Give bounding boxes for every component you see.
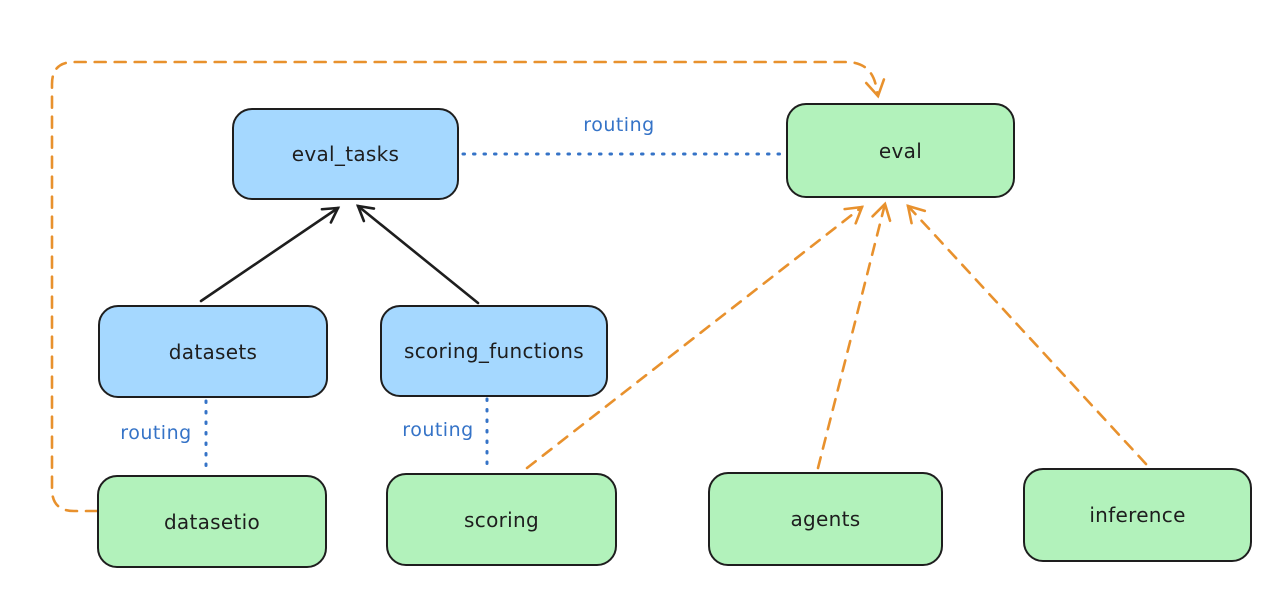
edge-datasetio-to-eval	[50, 60, 886, 513]
node-eval-tasks: eval_tasks	[232, 108, 459, 200]
node-datasets-label: datasets	[168, 339, 258, 364]
node-eval-tasks-label: eval_tasks	[291, 142, 400, 166]
edge-scoring-functions-to-eval-tasks	[355, 204, 480, 305]
node-eval: eval	[786, 103, 1015, 198]
node-datasets: datasets	[98, 305, 328, 398]
node-scoring-functions-label: scoring_functions	[403, 339, 585, 363]
node-inference-label: inference	[1089, 503, 1186, 527]
node-datasetio: datasetio	[97, 475, 327, 568]
node-eval-label: eval	[878, 138, 923, 163]
node-inference: inference	[1023, 468, 1252, 562]
routing-label-scoring-functions-scoring: routing	[402, 419, 474, 441]
edge-datasets-to-eval-tasks	[199, 206, 341, 303]
node-scoring-functions: scoring_functions	[380, 305, 608, 397]
edge-inference-to-eval	[906, 204, 1148, 466]
routing-label-datasets-datasetio: routing	[120, 422, 192, 444]
edge-scoring-to-eval	[525, 205, 864, 470]
node-datasetio-label: datasetio	[163, 509, 261, 534]
routing-label-eval-tasks-eval: routing	[583, 114, 655, 136]
node-scoring: scoring	[386, 473, 617, 566]
edge-agents-to-eval	[816, 201, 892, 470]
node-agents: agents	[708, 472, 943, 566]
node-agents-label: agents	[790, 507, 861, 531]
node-scoring-label: scoring	[464, 507, 539, 532]
